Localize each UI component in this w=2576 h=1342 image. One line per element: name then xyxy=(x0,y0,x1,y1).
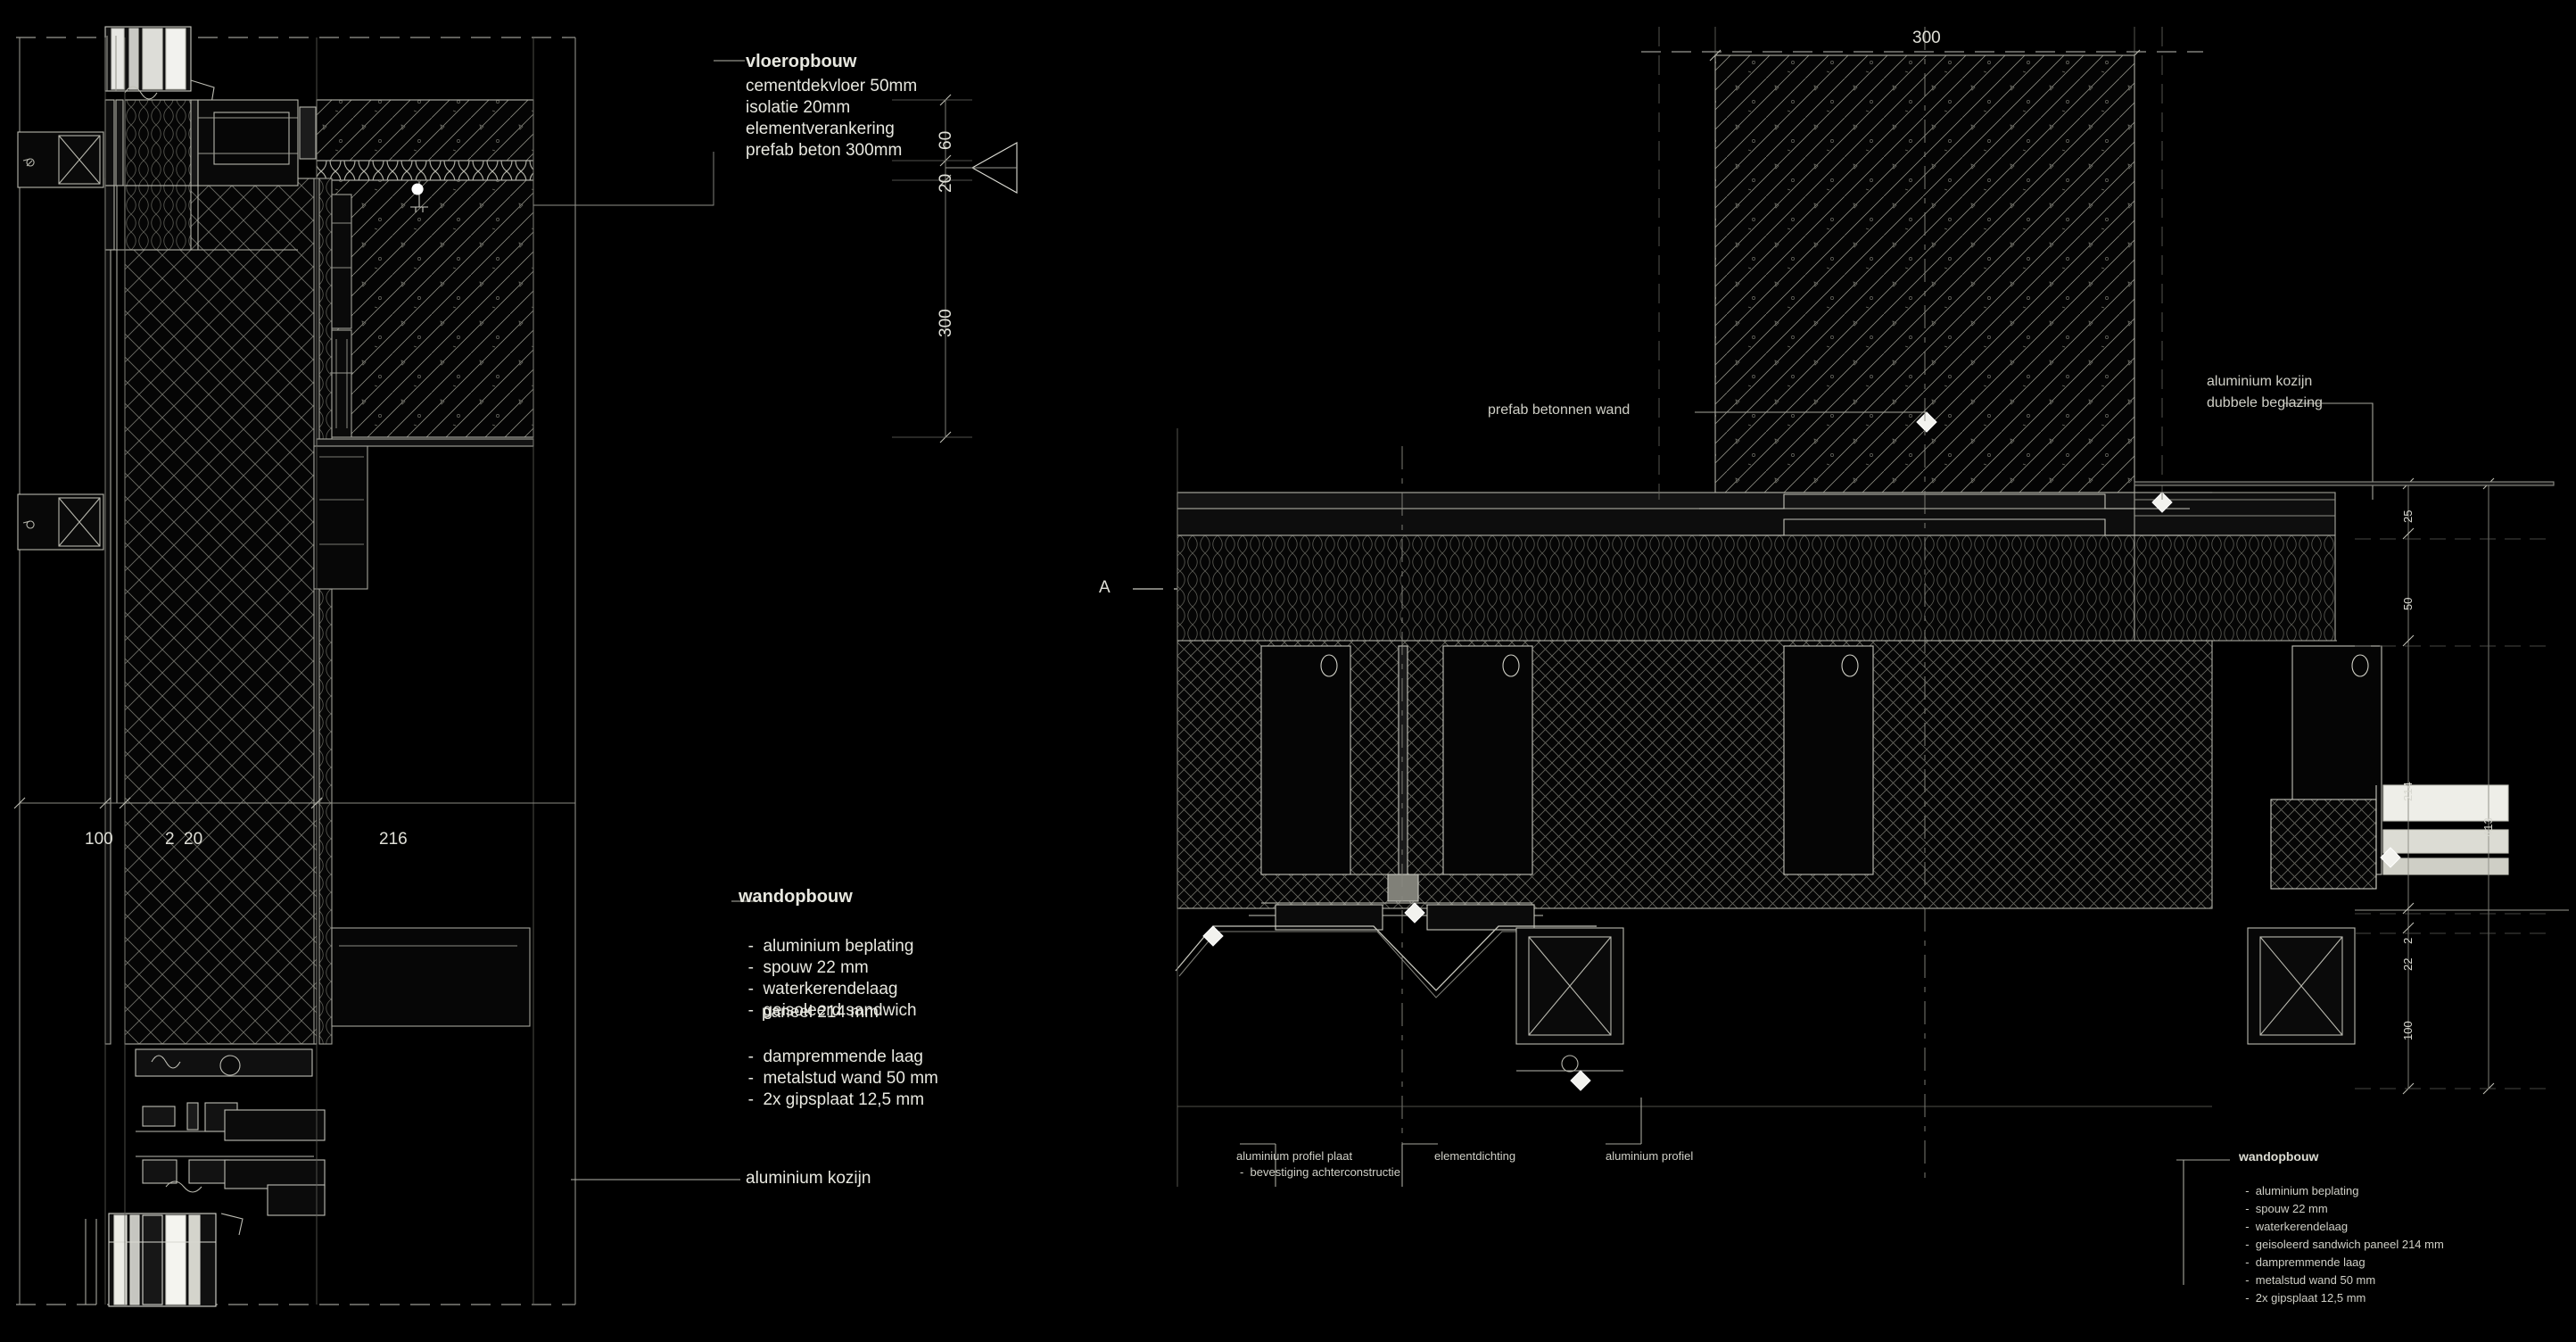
dim-right-100: 100 xyxy=(2401,1021,2415,1040)
dim-left-2: 2 xyxy=(165,830,175,849)
wall-item-label: geisoleerd sandwich xyxy=(763,1001,917,1020)
dim-left-v-60: 60 xyxy=(937,130,955,150)
window-frame-label-line1: aluminium kozijn xyxy=(2207,374,2313,389)
wall-item-label: geisoleerd sandwich paneel 214 mm xyxy=(2255,1238,2444,1251)
wall-buildup-right-item-4: - dampremmende laag xyxy=(2245,1255,2365,1269)
wall-item-label: aluminium beplating xyxy=(763,937,914,956)
wall-item-label: waterkerendelaag xyxy=(763,980,898,998)
floor-buildup-title: vloeropbouw xyxy=(746,52,857,71)
wall-buildup-right-item-6: - 2x gipsplaat 12,5 mm xyxy=(2245,1291,2366,1305)
wall-buildup-left-item-7: - 2x gipsplaat 12,5 mm xyxy=(747,1090,925,1109)
wall-buildup-left-item-3: - geisoleerd sandwich xyxy=(747,1001,917,1020)
floor-buildup-item-1: isolatie 20mm xyxy=(746,98,851,117)
wall-item-label: metalstud wand 50 mm xyxy=(763,1069,938,1088)
wall-item-label: dampremmende laag xyxy=(763,1048,923,1066)
dim-right-2: 2 xyxy=(2401,937,2415,944)
dim-right-top-300: 300 xyxy=(1912,29,1941,47)
wall-buildup-left-item-6: - metalstud wand 50 mm xyxy=(747,1069,938,1088)
wall-buildup-left-item-5: - dampremmende laag xyxy=(747,1048,923,1066)
bottom-label-0-line2: - bevestiging achterconstructie xyxy=(1240,1165,1400,1179)
window-frame-label-line2: dubbele beglazing xyxy=(2207,395,2323,410)
wall-buildup-left-item-0: - aluminium beplating xyxy=(747,937,914,956)
wall-item-label: dampremmende laag xyxy=(2255,1255,2365,1269)
floor-buildup-item-3: prefab beton 300mm xyxy=(746,141,903,160)
dim-left-20: 20 xyxy=(184,830,203,849)
wall-item-label: aluminium beplating xyxy=(2255,1184,2359,1197)
prefab-betonnen-wand-label: prefab betonnen wand xyxy=(1488,402,1631,418)
floor-buildup-item-2: elementverankering xyxy=(746,120,895,138)
bottom-label-2-line1: aluminium profiel xyxy=(1606,1149,1694,1163)
floor-buildup-item-0: cementdekvloer 50mm xyxy=(746,77,918,95)
wall-buildup-left-item-1: - spouw 22 mm xyxy=(747,958,869,977)
wall-buildup-left-item-2: - waterkerendelaag xyxy=(747,980,898,998)
section-marker-a: A xyxy=(1099,578,1110,597)
dim-right-22: 22 xyxy=(2401,957,2415,971)
bottom-label-1-line1: elementdichting xyxy=(1434,1149,1516,1163)
aluminium-kozijn-label-left: aluminium kozijn xyxy=(746,1169,871,1188)
wall-item-label: metalstud wand 50 mm xyxy=(2255,1273,2376,1287)
wall-item-label: spouw 22 mm xyxy=(763,958,869,977)
dim-right-25: 25 xyxy=(2401,509,2415,523)
wall-item-label: waterkerendelaag xyxy=(2255,1220,2349,1233)
wall-buildup-right-item-1: - spouw 22 mm xyxy=(2245,1202,2328,1215)
wall-buildup-title-left: wandopbouw xyxy=(739,887,853,907)
dim-right-214: 214 xyxy=(2401,782,2415,801)
dim-left-216: 216 xyxy=(379,830,408,849)
dim-right-413: 413 xyxy=(2481,817,2495,837)
wall-item-label: spouw 22 mm xyxy=(2255,1202,2328,1215)
wall-buildup-right-item-2: - waterkerendelaag xyxy=(2245,1220,2349,1233)
dim-right-50: 50 xyxy=(2401,597,2415,610)
wall-buildup-right-item-3: - geisoleerd sandwich paneel 214 mm xyxy=(2245,1238,2444,1251)
dim-left-v-300: 300 xyxy=(937,309,955,337)
wall-item-label: 2x gipsplaat 12,5 mm xyxy=(763,1090,925,1109)
wall-buildup-left-item-4: paneel 214 mm xyxy=(762,1003,879,1022)
wall-buildup-right-item-0: - aluminium beplating xyxy=(2245,1184,2359,1197)
wall-buildup-title-right: wandopbouw xyxy=(2239,1149,2319,1164)
dim-left-100: 100 xyxy=(85,830,113,849)
wall-item-label: 2x gipsplaat 12,5 mm xyxy=(2255,1291,2366,1305)
bottom-label-0-line1: aluminium profiel plaat xyxy=(1236,1149,1353,1163)
dim-left-v-20: 20 xyxy=(937,173,955,193)
wall-buildup-right-item-5: - metalstud wand 50 mm xyxy=(2245,1273,2376,1287)
